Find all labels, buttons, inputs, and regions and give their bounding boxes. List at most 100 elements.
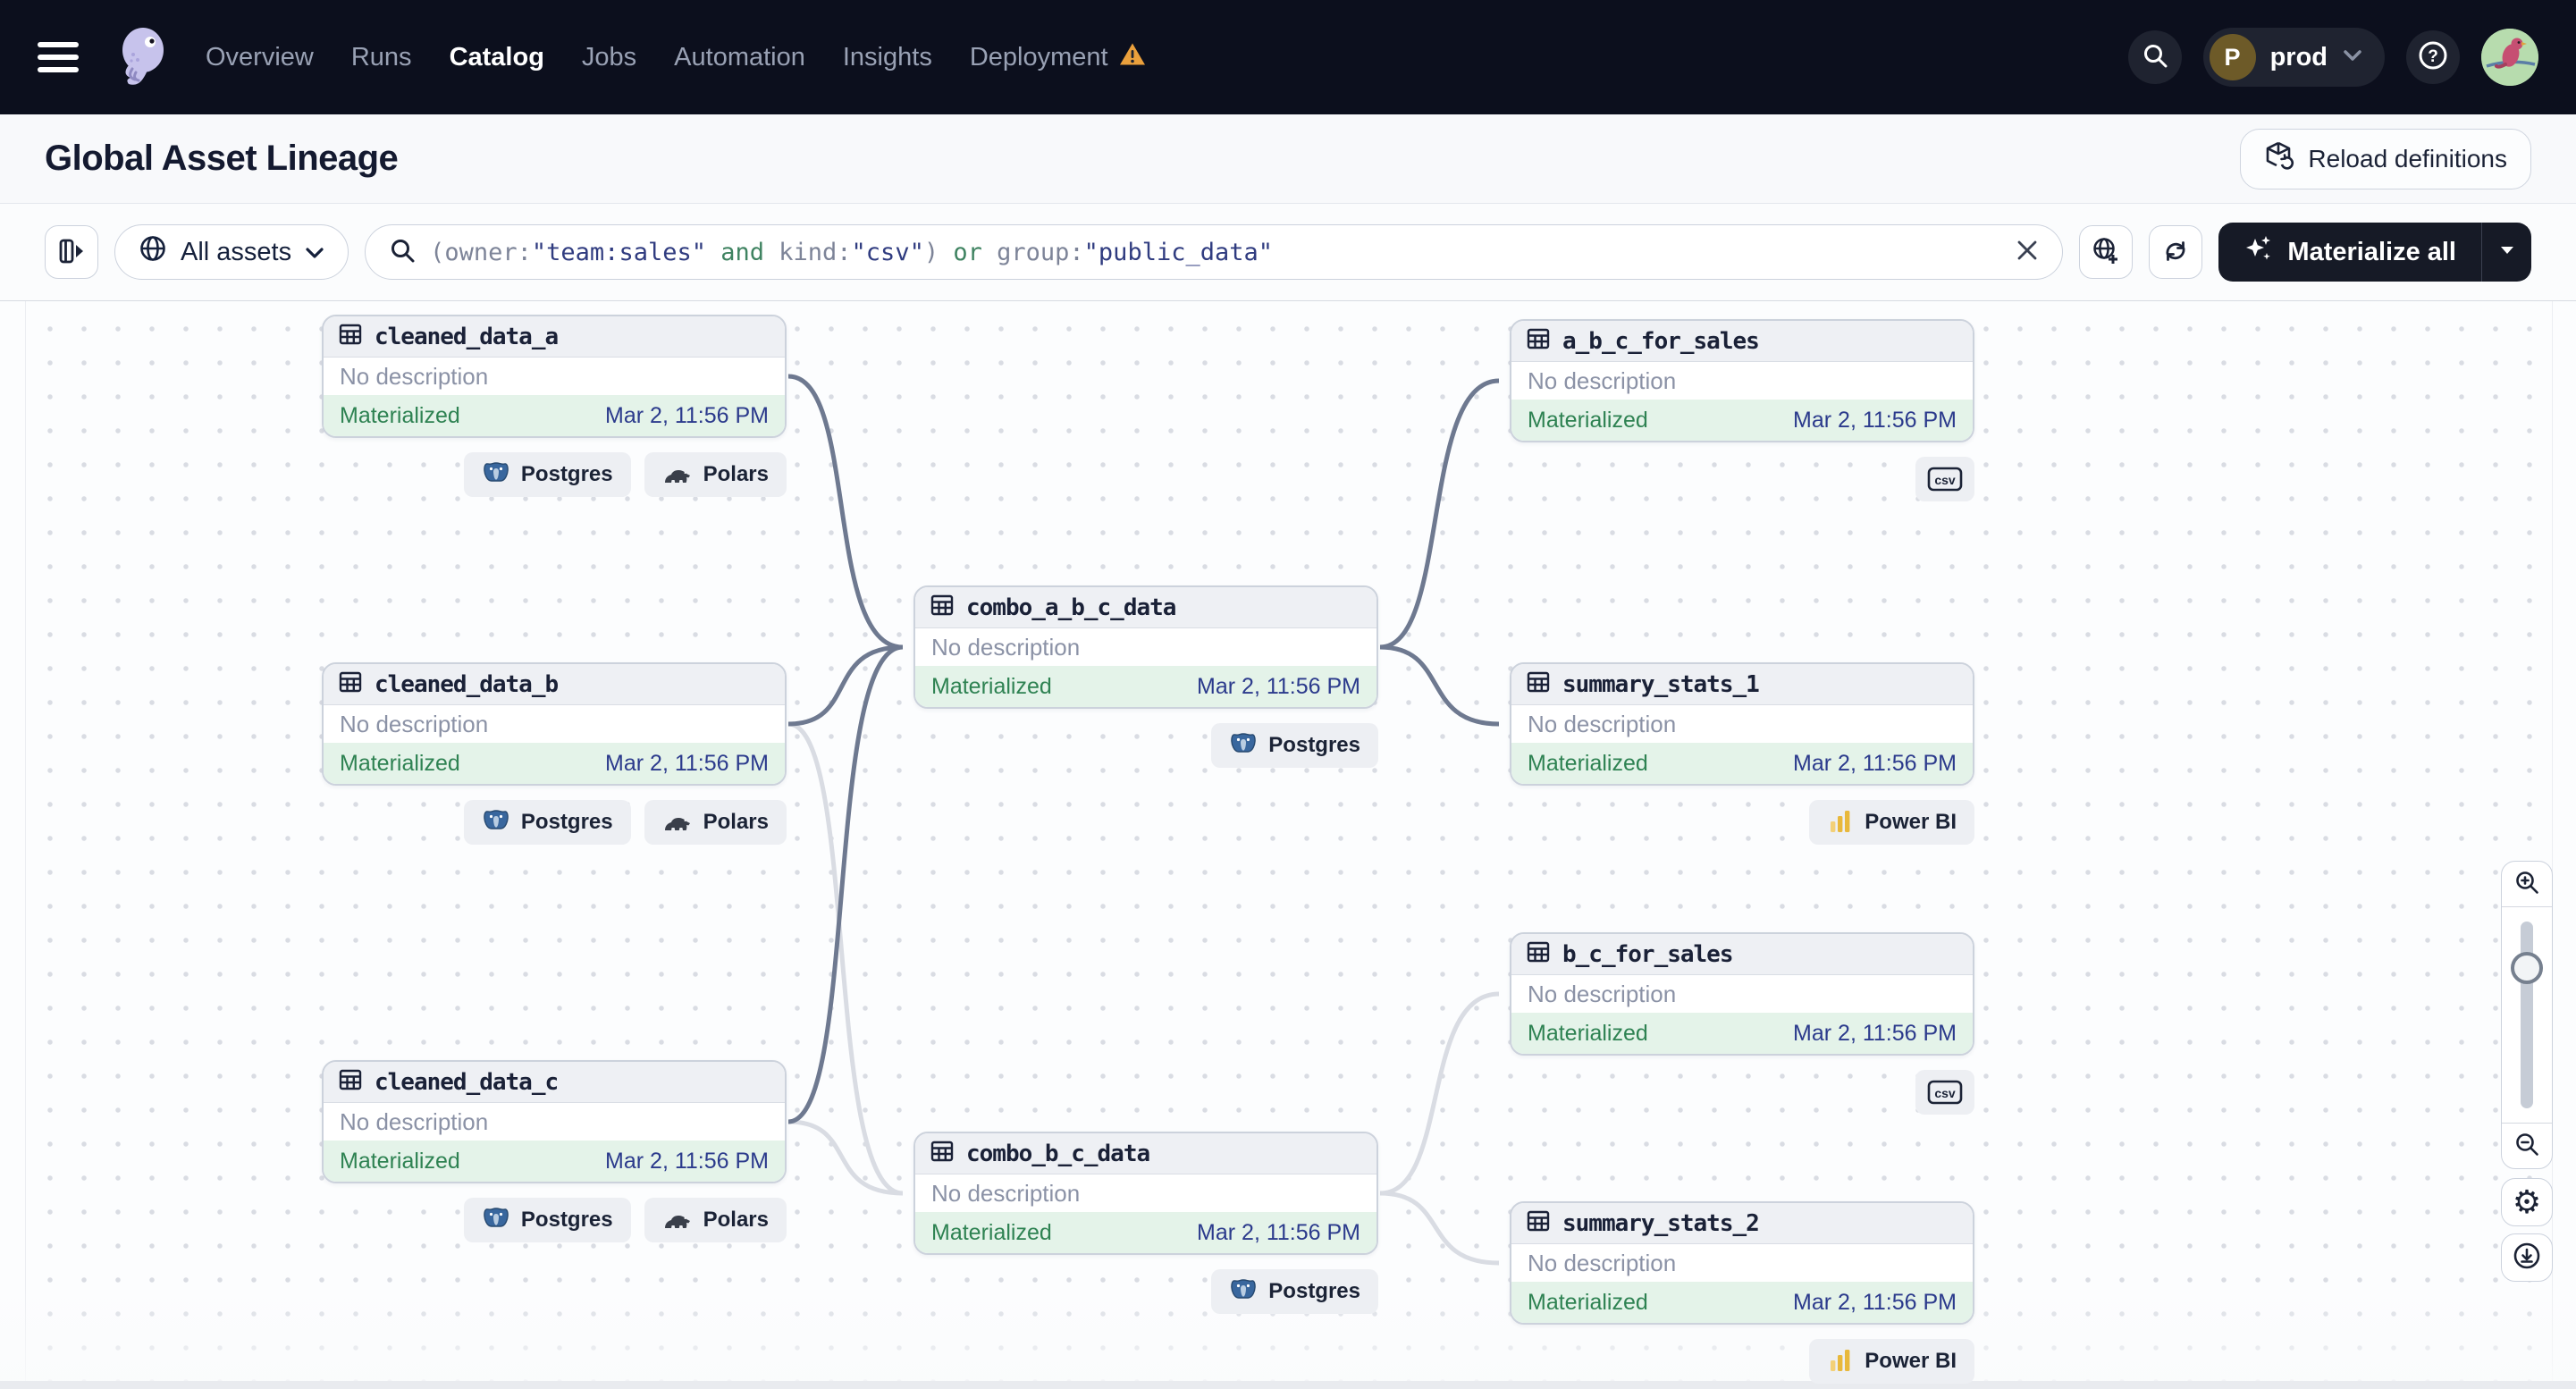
asset-status-row: Materialized Mar 2, 11:56 PM: [1511, 743, 1973, 784]
nav-item-automation[interactable]: Automation: [674, 43, 805, 72]
tag-csv[interactable]: csv: [1915, 1070, 1974, 1115]
query-segment: "public_data": [1083, 238, 1273, 266]
asset-node-summary_stats_1[interactable]: summary_stats_1 No description Materiali…: [1510, 662, 1974, 786]
materialized-timestamp: Mar 2, 11:56 PM: [605, 1148, 769, 1174]
nav-item-runs[interactable]: Runs: [351, 43, 412, 72]
svg-text:csv: csv: [1934, 1086, 1956, 1100]
zoom-slider[interactable]: [2502, 906, 2552, 1124]
query-segment: ): [923, 238, 939, 266]
lineage-edge-combo_a_b_c_data-to-a_b_c_for_sales: [1379, 378, 1500, 650]
tag-polars[interactable]: Polars: [644, 452, 787, 497]
nav-item-insights[interactable]: Insights: [843, 43, 932, 72]
tag-label: Postgres: [520, 1208, 613, 1232]
zoom-in-button[interactable]: [2502, 862, 2552, 906]
table-icon: [930, 1139, 955, 1168]
materialize-options-button[interactable]: [2481, 223, 2531, 282]
materialized-status: Materialized: [340, 1148, 460, 1174]
zoom-out-button[interactable]: [2502, 1124, 2552, 1168]
tag-polars[interactable]: Polars: [644, 1198, 787, 1242]
asset-name: cleaned_data_a: [375, 323, 559, 350]
asset-node-cleaned_data_a[interactable]: cleaned_data_a No description Materializ…: [322, 315, 787, 438]
tag-power-bi[interactable]: Power BI: [1809, 1339, 1974, 1384]
tag-postgres[interactable]: Postgres: [463, 452, 631, 497]
refresh-icon: [2161, 237, 2190, 268]
nav-item-overview[interactable]: Overview: [206, 43, 314, 72]
materialized-timestamp: Mar 2, 11:56 PM: [1793, 1020, 1957, 1046]
tag-postgres[interactable]: Postgres: [463, 1198, 631, 1242]
asset-lineage-graph[interactable]: ⚙ cleaned_data_a No description Material…: [0, 301, 2576, 1389]
open-side-panel-button[interactable]: [45, 225, 98, 279]
tag-label: Postgres: [520, 810, 613, 834]
tag-polars[interactable]: Polars: [644, 800, 787, 845]
tag-postgres[interactable]: Postgres: [463, 800, 631, 845]
table-icon: [1526, 939, 1551, 969]
asset-tags-cleaned_data_b: Postgres Polars: [322, 800, 787, 845]
lineage-edge-cleaned_data_b-to-combo_a_b_c_data: [787, 644, 904, 727]
nav-item-jobs[interactable]: Jobs: [582, 43, 636, 72]
help-button[interactable]: ?: [2406, 30, 2460, 84]
page-title: Global Asset Lineage: [45, 139, 399, 178]
asset-node-combo_a_b_c_data[interactable]: combo_a_b_c_data No description Material…: [913, 585, 1378, 709]
chevron-down-icon: [305, 238, 324, 267]
user-avatar[interactable]: [2481, 29, 2538, 86]
reload-definitions-button[interactable]: Reload definitions: [2240, 128, 2531, 189]
clear-search-icon[interactable]: [2016, 239, 2039, 266]
tag-label: Postgres: [1268, 733, 1360, 757]
query-segment: and: [705, 238, 779, 266]
asset-node-summary_stats_2[interactable]: summary_stats_2 No description Materiali…: [1510, 1201, 1974, 1325]
asset-search-input[interactable]: (owner:"team:sales" and kind:"csv") or g…: [365, 224, 2064, 280]
tag-label: Polars: [703, 462, 769, 486]
search-button[interactable]: [2127, 30, 2182, 84]
tag-power-bi[interactable]: Power BI: [1809, 800, 1974, 845]
nav-item-catalog[interactable]: Catalog: [450, 43, 544, 72]
csv-icon: csv: [1927, 1080, 1963, 1105]
asset-tags-cleaned_data_a: Postgres Polars: [322, 452, 787, 497]
zoom-in-icon: [2513, 869, 2540, 900]
nav-item-deployment[interactable]: Deployment: [970, 42, 1146, 73]
asset-node-cleaned_data_b[interactable]: cleaned_data_b No description Materializ…: [322, 662, 787, 786]
asset-node-header: combo_b_c_data: [915, 1133, 1376, 1174]
asset-node-cleaned_data_c[interactable]: cleaned_data_c No description Materializ…: [322, 1060, 787, 1183]
environment-name: prod: [2269, 42, 2328, 72]
asset-node-header: cleaned_data_b: [324, 664, 785, 705]
nav-item-label: Runs: [350, 42, 412, 72]
nav-item-label: Overview: [206, 42, 314, 72]
materialize-all-button[interactable]: Materialize all: [2218, 233, 2481, 271]
download-graph-button[interactable]: [2501, 1233, 2553, 1282]
table-icon: [338, 322, 363, 351]
materialized-status: Materialized: [340, 750, 460, 776]
asset-node-combo_b_c_data[interactable]: combo_b_c_data No description Materializ…: [913, 1132, 1378, 1255]
menu-icon[interactable]: [38, 42, 79, 72]
zoom-slider-knob[interactable]: [2511, 952, 2543, 984]
query-segment: group:: [997, 238, 1084, 266]
postgres-icon: [1229, 731, 1258, 760]
graph-settings-button[interactable]: ⚙: [2501, 1178, 2553, 1226]
polars-icon: [662, 463, 693, 486]
asset-node-b_c_for_sales[interactable]: b_c_for_sales No description Materialize…: [1510, 932, 1974, 1056]
tag-label: Power BI: [1865, 810, 1957, 834]
dagster-logo-icon[interactable]: [111, 24, 173, 90]
materialized-timestamp: Mar 2, 11:56 PM: [605, 402, 769, 428]
polars-icon: [662, 811, 693, 834]
asset-description: No description: [1528, 710, 1677, 737]
asset-node-a_b_c_for_sales[interactable]: a_b_c_for_sales No description Materiali…: [1510, 319, 1974, 442]
new-scope-button[interactable]: [2079, 225, 2134, 279]
asset-tags-summary_stats_2: Power BI: [1510, 1339, 1974, 1384]
zoom-slider-track[interactable]: [2521, 922, 2533, 1108]
tag-postgres[interactable]: Postgres: [1211, 723, 1378, 768]
materialized-timestamp: Mar 2, 11:56 PM: [1197, 673, 1360, 699]
environment-switcher[interactable]: P prod: [2202, 28, 2385, 87]
tag-csv[interactable]: csv: [1915, 457, 1974, 501]
asset-name: cleaned_data_b: [375, 670, 559, 698]
refresh-button[interactable]: [2149, 225, 2203, 279]
asset-status-row: Materialized Mar 2, 11:56 PM: [324, 395, 785, 436]
csv-icon: csv: [1927, 467, 1963, 492]
gear-icon: ⚙: [2512, 1183, 2542, 1220]
asset-node-header: summary_stats_1: [1511, 664, 1973, 705]
tag-postgres[interactable]: Postgres: [1211, 1269, 1378, 1314]
asset-name: summary_stats_1: [1562, 670, 1760, 698]
asset-tags-cleaned_data_c: Postgres Polars: [322, 1198, 787, 1242]
table-icon: [930, 593, 955, 622]
lineage-edge-combo_a_b_c_data-to-summary_stats_1: [1379, 644, 1500, 727]
asset-scope-selector[interactable]: All assets: [114, 224, 349, 280]
